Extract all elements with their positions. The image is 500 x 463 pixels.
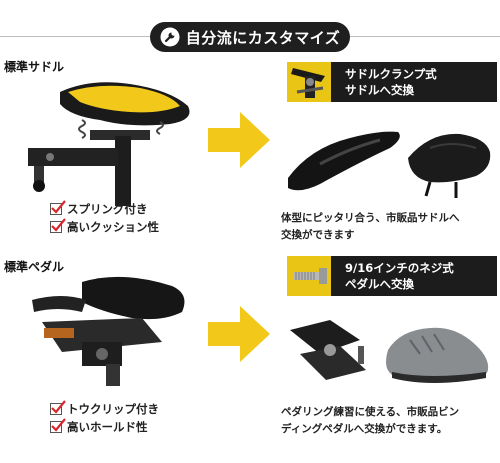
wrench-icon (160, 27, 180, 47)
feature-label: 高いクッション性 (67, 220, 159, 234)
pedal-upgrade-description: ペダリング練習に使える、市販品ビン ディングペダルへ交換ができます。 (281, 404, 459, 438)
saddle-upgrade-header: サドルクランプ式 サドルへ交換 (287, 62, 497, 102)
saddle-feature-list: スプリング付き 高いクッション性 (50, 200, 159, 236)
header-rule-left (0, 36, 150, 37)
standard-saddle-image (20, 76, 200, 210)
checkbox-checked-icon (50, 200, 66, 215)
header-rule-right (350, 36, 500, 37)
standard-pedal-image (22, 272, 197, 396)
checkbox-checked-icon (50, 400, 66, 415)
pedal-upgrade-title-line: ペダルへ交換 (345, 277, 414, 291)
pedal-upgrade-header: 9/16インチのネジ式 ペダルへ交換 (287, 256, 497, 296)
saddle-section-label: 標準サドル (4, 60, 65, 74)
saddle-upgrade-description: 体型にピッタリ合う、市販品サドルへ 交換ができます (281, 210, 460, 244)
description-line: ペダリング練習に使える、市販品ビン (281, 406, 460, 418)
list-item: 高いホールド性 (50, 418, 159, 436)
description-line: 交換ができます (281, 229, 355, 241)
page-title: 自分流にカスタマイズ (185, 28, 341, 47)
arrow-right-icon (208, 112, 270, 172)
checkbox-checked-icon (50, 218, 66, 233)
header-banner: 自分流にカスタマイズ (150, 22, 350, 52)
checkbox-checked-icon (50, 418, 66, 433)
saddle-upgrade-title-line: サドルクランプ式 (345, 67, 437, 81)
description-line: 体型にピッタリ合う、市販品サドルへ (281, 212, 460, 224)
pedal-thread-thumbnail (287, 256, 331, 296)
list-item: スプリング付き (50, 200, 159, 218)
feature-label: スプリング付き (67, 202, 148, 216)
aftermarket-pedal-and-shoe-image (280, 310, 495, 409)
pedal-feature-list: トウクリップ付き 高いホールド性 (50, 400, 159, 436)
saddle-upgrade-title-line: サドルへ交換 (345, 83, 414, 97)
pedal-upgrade-title-line: 9/16インチのネジ式 (345, 261, 454, 275)
saddle-clamp-thumbnail (287, 62, 331, 102)
description-line: ディングペダルへ交換ができます。 (281, 423, 448, 435)
list-item: トウクリップ付き (50, 400, 159, 418)
arrow-right-icon (208, 306, 270, 366)
list-item: 高いクッション性 (50, 218, 159, 236)
aftermarket-saddles-image (280, 118, 495, 207)
feature-label: トウクリップ付き (67, 402, 159, 416)
pedal-section-label: 標準ペダル (4, 260, 65, 274)
feature-label: 高いホールド性 (67, 420, 148, 434)
